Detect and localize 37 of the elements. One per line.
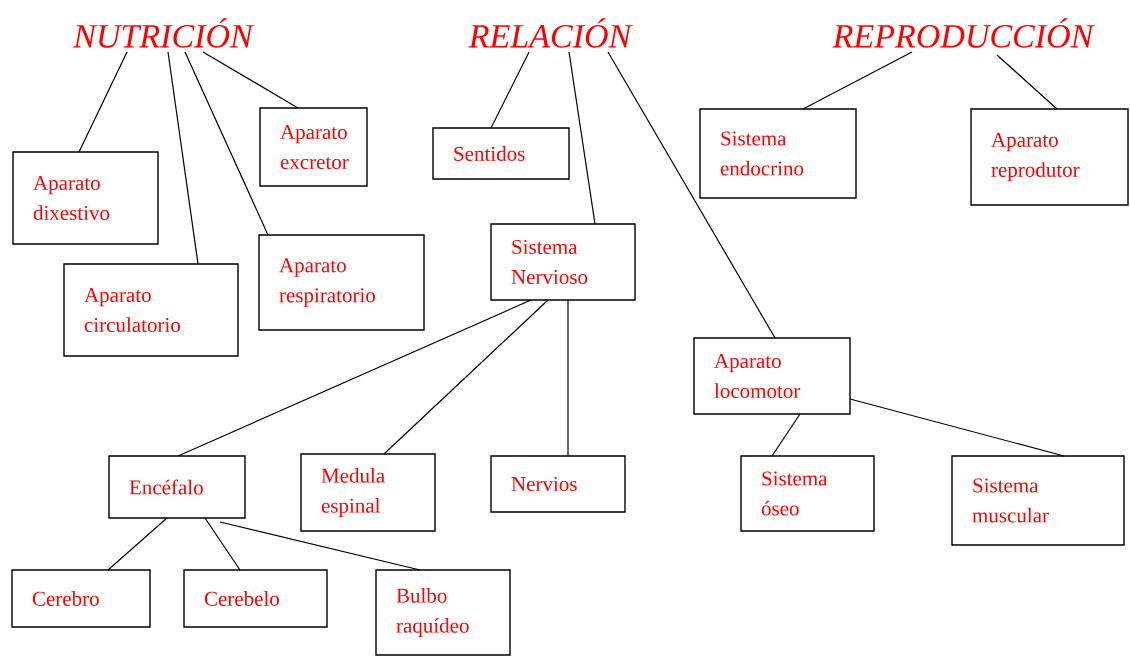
concept-box: Sistema Nervioso xyxy=(490,223,636,301)
connector-line xyxy=(490,51,530,129)
connector-line xyxy=(202,51,299,109)
connector-line xyxy=(219,521,421,571)
concept-box: Aparato excretor xyxy=(259,107,368,187)
concept-box: Nervios xyxy=(490,455,626,513)
connector-line xyxy=(771,413,801,457)
concept-box: Cerebro xyxy=(11,569,151,628)
heading: REPRODUCCIÓN xyxy=(832,18,1095,48)
concept-box: Encéfalo xyxy=(108,455,246,519)
connector-line xyxy=(78,51,128,153)
concept-box: Aparato circulatorio xyxy=(63,263,239,357)
concept-box: Aparato respiratorio xyxy=(258,234,425,331)
concept-box: Sistema óseo xyxy=(740,455,875,532)
connector-line xyxy=(568,51,596,225)
concept-box: Aparato locomotor xyxy=(693,337,851,415)
concept-box: Aparato dixestivo xyxy=(12,151,159,245)
connector-line xyxy=(849,398,1065,457)
concept-box: Cerebelo xyxy=(183,569,328,628)
connector-line xyxy=(177,299,532,457)
connector-line xyxy=(567,299,569,457)
connector-line xyxy=(996,54,1058,110)
heading: RELACIÓN xyxy=(468,18,633,48)
heading: NUTRICIÓN xyxy=(73,18,255,48)
concept-box: Sistema muscular xyxy=(951,455,1125,546)
concept-box: Medula espinal xyxy=(300,453,436,532)
connector-line xyxy=(167,51,199,265)
connector-line xyxy=(204,517,241,571)
connector-line xyxy=(607,51,776,339)
connector-line xyxy=(802,51,913,110)
concept-box: Sentidos xyxy=(432,127,570,180)
concept-box: Sistema endocrino xyxy=(699,108,857,199)
connector-line xyxy=(107,517,168,571)
connector-line xyxy=(383,299,549,455)
concept-box: Aparato reprodutor xyxy=(970,108,1129,206)
connector-line xyxy=(184,51,269,236)
concept-box: Bulbo raquídeo xyxy=(375,569,511,656)
